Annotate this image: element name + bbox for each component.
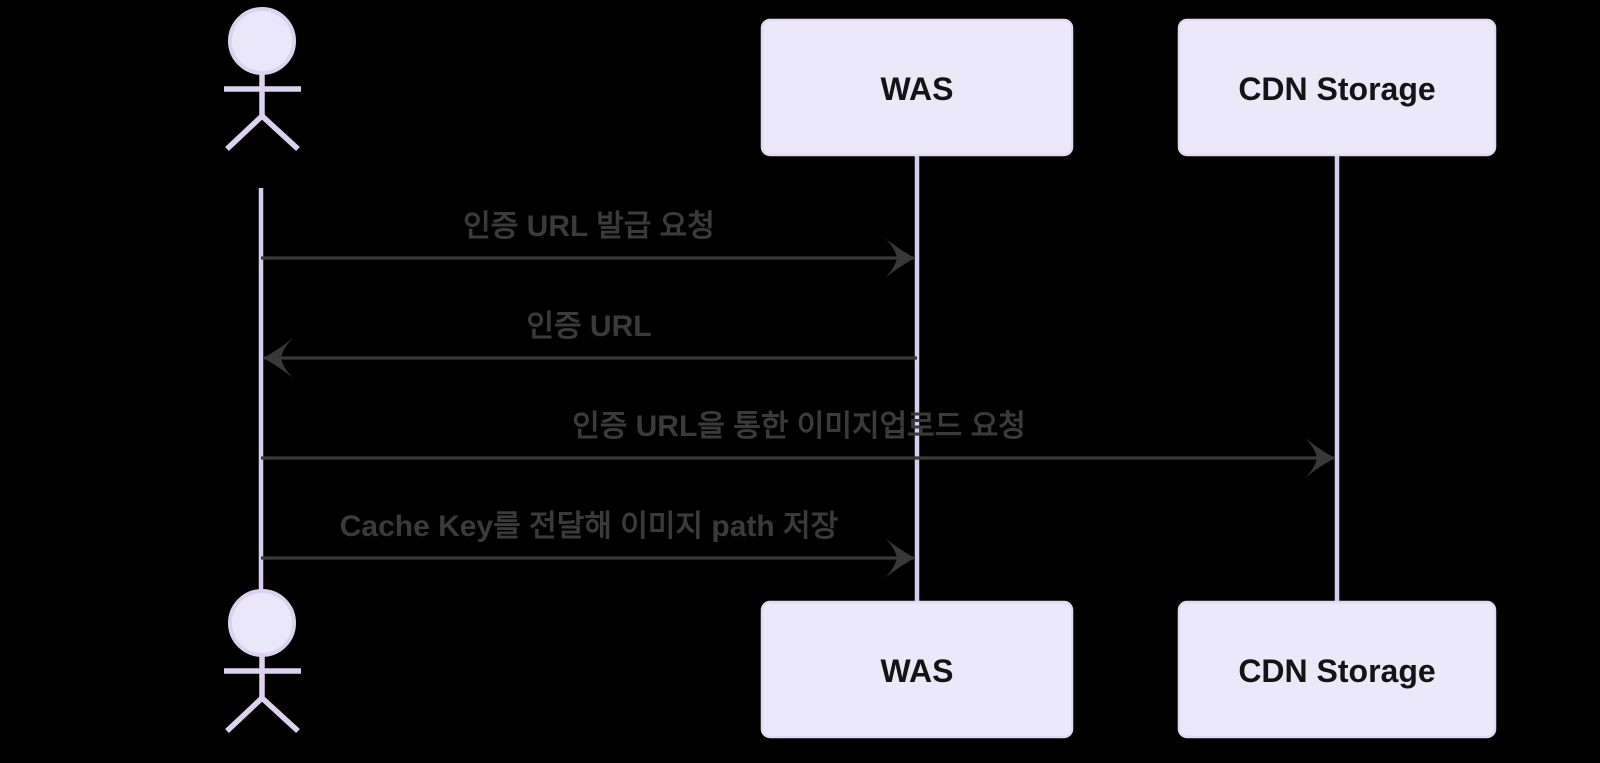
message-label: 인증 URL을 통한 이미지업로드 요청 [572, 410, 1026, 443]
actor-head-icon [228, 7, 296, 75]
participant-cdn-storage-bottom: CDN Storage [1177, 600, 1497, 739]
actor-leg-right-line [260, 695, 300, 734]
message-2: 인증 URL [263, 310, 917, 378]
participant-box [760, 600, 1074, 739]
message-3: 인증 URL을 통한 이미지업로드 요청 [261, 410, 1335, 478]
actor-leg-left-line [225, 113, 264, 152]
participant-box [1177, 600, 1497, 739]
participant-box [760, 18, 1074, 157]
message-label: 인증 URL [526, 310, 651, 343]
message-label: 인증 URL 발급 요청 [463, 210, 715, 243]
message-label: Cache Key를 전달해 이미지 path 저장 [340, 510, 839, 543]
participant-cdn-storage-top: CDN Storage [1177, 18, 1497, 157]
actor-leg-left-line [225, 695, 264, 734]
participant-was-bottom: WAS [760, 600, 1074, 739]
participant-box [1177, 18, 1497, 157]
participant-label: WAS [881, 653, 954, 689]
participant-label: WAS [881, 71, 954, 107]
actor-leg-right-line [260, 113, 300, 152]
actor-figure-top [224, 7, 301, 152]
participant-label: CDN Storage [1238, 71, 1435, 107]
participant-label: CDN Storage [1238, 653, 1435, 689]
message-1: 인증 URL 발급 요청 [261, 210, 915, 278]
message-4: Cache Key를 전달해 이미지 path 저장 [261, 510, 915, 578]
actor-figure-bottom [224, 589, 301, 734]
actor-head-icon [228, 589, 296, 657]
participant-was-top: WAS [760, 18, 1074, 157]
